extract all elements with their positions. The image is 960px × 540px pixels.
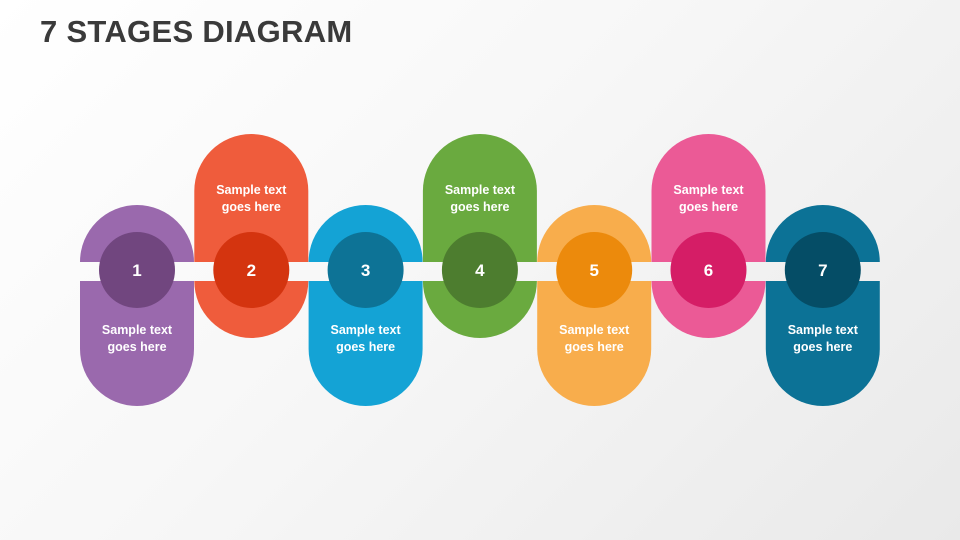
- stage-capsule: [80, 281, 194, 406]
- stage-number-circle: [441, 232, 518, 308]
- stage-cap: [651, 281, 766, 338]
- stage-number: 5: [589, 261, 598, 280]
- stage-capsule: [765, 281, 880, 406]
- stage-number: 7: [818, 261, 827, 280]
- stage-number-circle: [670, 232, 747, 308]
- stage-text-line2: goes here: [679, 200, 738, 214]
- stage-capsule: [194, 134, 309, 262]
- stage-capsule: [651, 134, 766, 262]
- stage-number-circle: [327, 232, 404, 308]
- stage-number: 6: [704, 261, 713, 280]
- stage-text-line1: Sample text: [331, 323, 402, 337]
- stage-4: 4 Sample text goes here: [422, 134, 537, 338]
- stage-text-line1: Sample text: [445, 183, 516, 197]
- stage-text-line1: Sample text: [673, 183, 744, 197]
- stage-number: 3: [361, 261, 370, 280]
- stage-capsule: [537, 281, 652, 406]
- stage-capsule: [422, 134, 537, 262]
- stage-text-line2: goes here: [793, 340, 852, 354]
- stage-cap: [194, 281, 309, 338]
- page-title: 7 STAGES DIAGRAM: [40, 14, 353, 49]
- stage-text-line1: Sample text: [559, 323, 630, 337]
- stage-number-circle: [213, 232, 290, 308]
- stage-number: 2: [247, 261, 256, 280]
- stage-number: 4: [475, 261, 485, 280]
- stage-text-line1: Sample text: [788, 323, 859, 337]
- stage-number-circle: [99, 232, 175, 308]
- stage-capsule: [308, 281, 423, 406]
- stage-2: 2 Sample text goes here: [194, 134, 309, 338]
- stage-text-line2: goes here: [107, 340, 166, 354]
- stage-6: 6 Sample text goes here: [651, 134, 766, 338]
- stage-text-line2: goes here: [565, 340, 624, 354]
- stage-text-line2: goes here: [336, 340, 395, 354]
- stage-number-circle: [556, 232, 633, 308]
- stage-number-circle: [784, 232, 861, 308]
- stage-cap: [422, 281, 537, 338]
- stage-text-line2: goes here: [450, 200, 509, 214]
- stage-text-line2: goes here: [222, 200, 281, 214]
- stage-text-line1: Sample text: [102, 323, 173, 337]
- stage-text-line1: Sample text: [216, 183, 287, 197]
- stage-number: 1: [132, 261, 141, 280]
